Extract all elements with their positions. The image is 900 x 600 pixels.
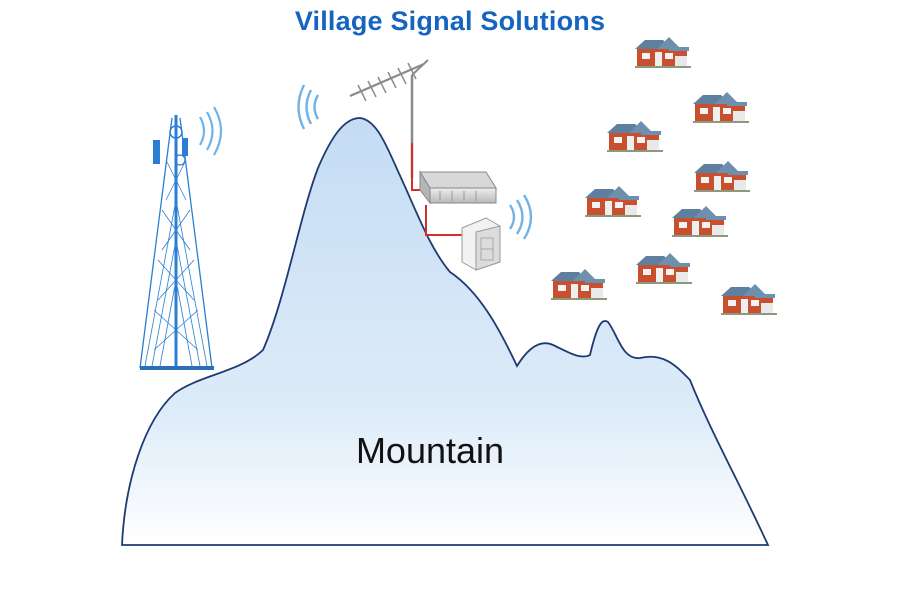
mountain-label: Mountain	[355, 430, 505, 471]
house-icon	[635, 37, 691, 68]
panel-antenna-icon	[461, 217, 501, 271]
house-icon	[551, 269, 607, 300]
signal-repeater-icon	[419, 170, 497, 205]
house-icon	[693, 92, 749, 123]
mountain	[121, 117, 770, 546]
house-icon	[636, 253, 692, 284]
page-title: Village Signal Solutions	[294, 6, 606, 36]
house-icon	[721, 284, 777, 315]
house-icon	[694, 161, 750, 192]
cell-tower-icon	[139, 106, 223, 370]
house-icon	[607, 121, 663, 152]
house-icon	[672, 206, 728, 237]
coax-cable	[411, 143, 462, 236]
house-icon	[585, 186, 641, 217]
signal-waves-icon	[508, 194, 533, 240]
signal-waves-icon	[297, 84, 320, 130]
